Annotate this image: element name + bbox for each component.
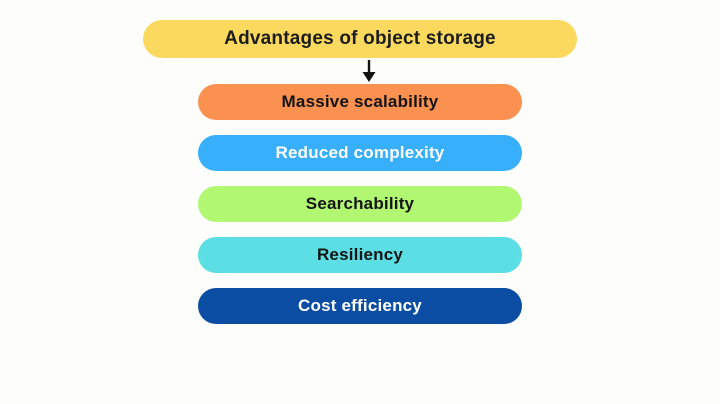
down-arrow-icon: [359, 58, 379, 84]
list-item-massive-scalability: Massive scalability: [198, 84, 522, 120]
advantages-list: Massive scalability Reduced complexity S…: [198, 84, 522, 324]
list-item-resiliency: Resiliency: [198, 237, 522, 273]
list-item-reduced-complexity: Reduced complexity: [198, 135, 522, 171]
list-item-cost-efficiency: Cost efficiency: [198, 288, 522, 324]
diagram-title: Advantages of object storage: [143, 20, 577, 58]
list-item-searchability: Searchability: [198, 186, 522, 222]
